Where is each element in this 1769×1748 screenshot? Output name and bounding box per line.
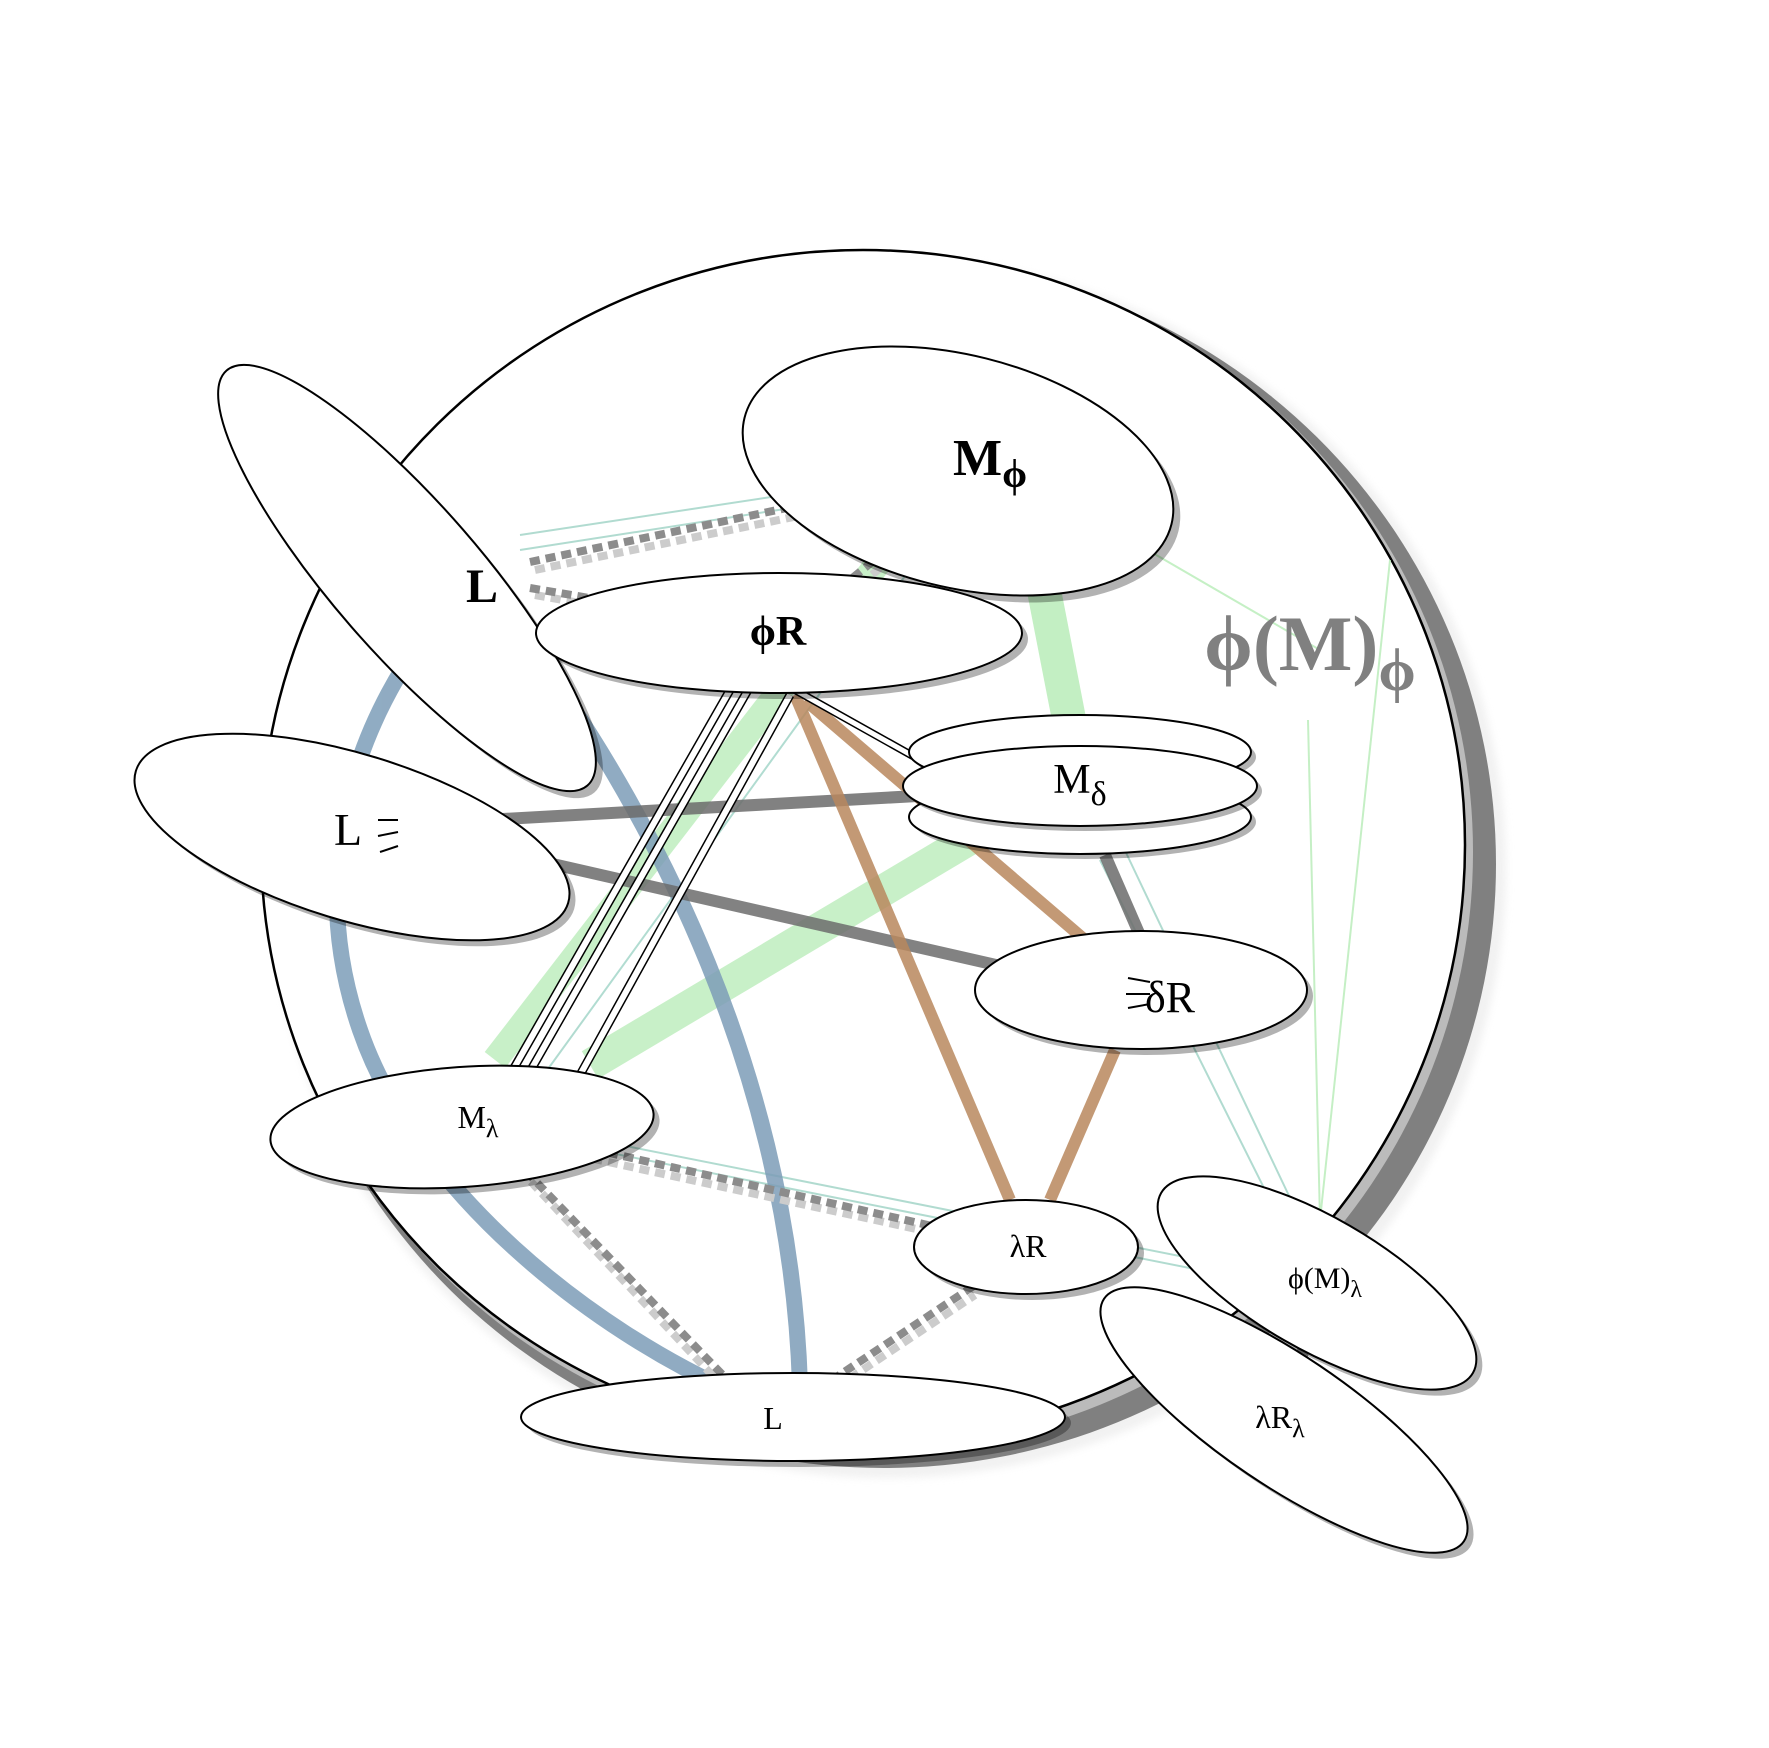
node-l-top-label: L — [466, 560, 498, 613]
node-lambda-r-lambda[interactable]: λRλ — [1068, 1245, 1506, 1601]
node-phi-m-lambda-label: ϕ(M)λ — [1288, 1262, 1362, 1303]
node-phi-r-label: ϕR — [750, 609, 807, 655]
node-m-delta-label: Mδ — [1053, 757, 1106, 813]
node-m-phi-label: Mϕ — [953, 430, 1027, 496]
phi-m-phi-label: ϕ(M)ϕ — [1204, 600, 1416, 703]
arrow-tick-marks — [1126, 977, 1151, 1009]
node-lambda-r[interactable]: λR — [913, 1199, 1144, 1300]
node-l-left[interactable]: L — [112, 692, 599, 989]
node-m-lambda[interactable]: Mλ — [266, 1054, 663, 1206]
node-lambda-r-label: λR — [1010, 1228, 1048, 1264]
double-line-links — [506, 686, 922, 1078]
node-m-delta[interactable]: Mδ — [902, 714, 1262, 859]
node-l-bottom-label: L — [763, 1400, 783, 1436]
node-phi-m-lambda[interactable]: ϕ(M)λ — [1128, 1136, 1512, 1436]
node-m-phi[interactable]: Mϕ — [716, 305, 1206, 644]
arrow-tick-marks — [377, 819, 399, 853]
node-l-left-label: L — [334, 804, 362, 855]
node-delta-r[interactable]: δR — [974, 930, 1313, 1055]
node-lambda-r-lambda-label: λRλ — [1255, 1399, 1305, 1443]
node-l-bottom[interactable]: L — [520, 1372, 1071, 1467]
node-delta-r-label: δR — [1145, 973, 1196, 1022]
node-l-top[interactable]: L — [171, 322, 651, 841]
node-m-lambda-label: Mλ — [457, 1099, 498, 1143]
node-phi-r[interactable]: ϕR — [535, 572, 1028, 699]
